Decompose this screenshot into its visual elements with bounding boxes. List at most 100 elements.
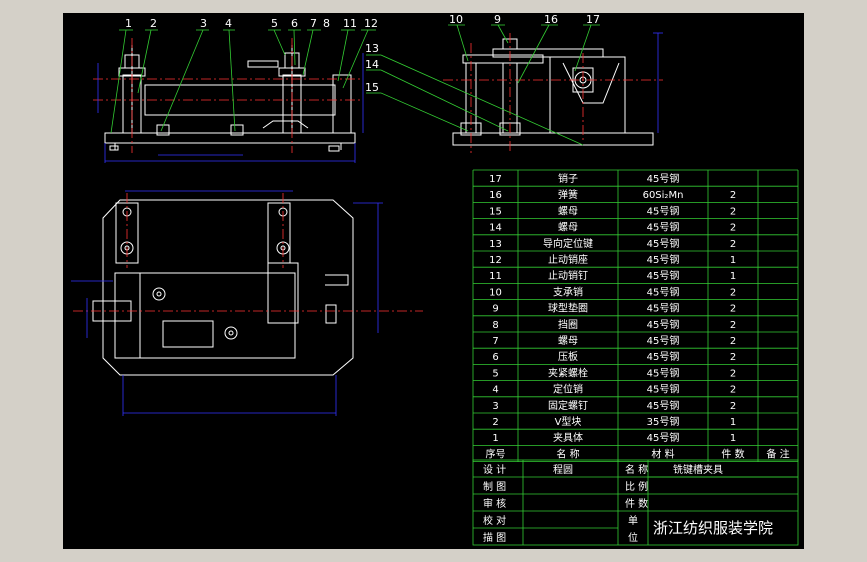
front-clamp-plate [247,60,279,68]
cad-drawing: 1 2 3 4 5 6 7 8 11 12 10 9 16 17 13 14 1… [71,13,799,546]
front-centerlines [93,38,363,153]
bom-row-name: 导向定位键 [543,237,593,250]
bom-row-name: 止动销钉 [548,269,588,282]
title-block [472,459,799,546]
tb-name-value: 铣键槽夹具 [673,463,723,476]
callout-9: 9 [494,13,501,26]
bom-row-qty: 2 [730,336,736,347]
bom-row-no: 7 [492,336,498,347]
bom-row-qty: 2 [730,287,736,298]
tb-trace-label: 描 图 [483,531,506,544]
bom-row-name: 压板 [558,350,578,363]
tb-check-label: 审 核 [483,497,506,510]
tb-count-label: 件 数 [625,497,648,510]
callout-14: 14 [365,58,379,71]
bom-row-name: 球型垫圈 [548,302,588,315]
side-view [452,38,654,146]
bom-row-material: 45号钢 [647,253,680,266]
top-centerlines [73,193,423,312]
bom-row-no: 14 [489,223,502,234]
callout-13: 13 [365,42,379,55]
bom-row-qty: 2 [730,190,736,201]
bom-row-no: 12 [489,255,502,266]
bom-row-material: 45号钢 [647,383,680,396]
bom-row-name: 螺母 [558,335,578,347]
bom-header-no: 序号 [486,447,506,460]
bom-row-qty: 1 [730,271,736,282]
bom-row-name: V型块 [555,415,582,428]
bom-row-name: 止动销座 [548,253,588,266]
bom-header-note: 备 注 [766,447,789,460]
front-view [104,45,356,152]
bom-row-qty: 2 [730,320,736,331]
tb-proof-label: 校 对 [483,514,506,527]
tb-unit-value: 浙江纺织服装学院 [653,519,773,537]
callout-16: 16 [544,13,558,26]
drawing-canvas[interactable]: 1 2 3 4 5 6 7 8 11 12 10 9 16 17 13 14 1… [63,13,804,549]
bom-row-no: 6 [492,352,498,363]
tb-design-value: 程圆 [553,464,573,476]
bom-row-no: 11 [489,271,502,282]
bom-row-material: 45号钢 [647,431,680,444]
bom-row-material: 45号钢 [647,172,680,185]
bom-row-qty: 2 [730,401,736,412]
bom-row-no: 2 [492,417,498,428]
bom-row-no: 9 [492,304,498,315]
bom-row-no: 10 [489,287,502,298]
bom-header-name: 名 称 [556,447,579,460]
bom-row-no: 8 [492,320,498,331]
bom-row-material: 45号钢 [647,204,680,217]
callout-15: 15 [365,81,379,94]
bom-row-name: 支承销 [553,285,583,298]
callout-4: 4 [225,17,232,30]
bom-row-material: 45号钢 [647,237,680,250]
bom-row-material: 45号钢 [647,302,680,315]
bom-row-no: 16 [489,190,502,201]
title-block-text: 设 计 程圆 制 图 审 核 校 对 描 图 名 称 铣键槽夹具 比 例 件 数… [483,463,773,544]
bom-row-name: 夹紧螺栓 [548,366,588,379]
top-dimensions [71,190,383,416]
side-base-plate [452,132,654,146]
bom-row-material: 45号钢 [647,399,680,412]
bom-row-material: 35号钢 [647,415,680,428]
bom-row-no: 15 [489,206,502,217]
callout-11: 11 [343,17,357,30]
bom-row-material: 60Si₂Mn [643,190,684,201]
bom-row-qty: 2 [730,304,736,315]
callout-7: 7 [310,17,317,30]
bom-header-qty: 件 数 [721,447,744,460]
top-workpiece [139,272,296,359]
top-view [92,199,354,376]
bom-row-qty: 1 [730,433,736,444]
side-v-block [549,56,626,134]
top-base-outline [102,199,354,376]
front-dimensions [97,53,364,163]
bom-row-name: 螺母 [558,205,578,217]
callout-numbers: 1 2 3 4 5 6 7 8 11 12 10 9 16 17 13 14 1… [125,13,600,94]
bom-row-name: 固定螺钉 [548,399,588,412]
bom-row-name: 螺母 [558,222,578,234]
bom-row-no: 17 [489,174,502,185]
tb-scale-label: 比 例 [625,480,648,493]
bom-row-qty: 2 [730,385,736,396]
bom-row-name: 弹簧 [558,188,578,201]
bom-row-name: 定位销 [553,383,583,396]
bom-row-no: 5 [492,368,498,379]
side-dimensions [653,32,663,133]
bom-row-name: 销子 [558,172,578,185]
tb-unit-label-1: 单 [628,515,638,527]
bom-header-material: 材 料 [651,447,674,460]
bom-row-qty: 2 [730,206,736,217]
bom-row-qty: 1 [730,417,736,428]
callout-3: 3 [200,17,207,30]
callout-1: 1 [125,17,132,30]
tb-unit-label-2: 位 [628,531,638,544]
bom-row-no: 3 [492,401,498,412]
callout-2: 2 [150,17,157,30]
bom-row-name: 挡圈 [558,318,578,331]
bom-row-qty: 2 [730,223,736,234]
bom-row-material: 45号钢 [647,350,680,363]
callout-8: 8 [323,17,330,30]
bom-row-no: 1 [492,433,498,444]
